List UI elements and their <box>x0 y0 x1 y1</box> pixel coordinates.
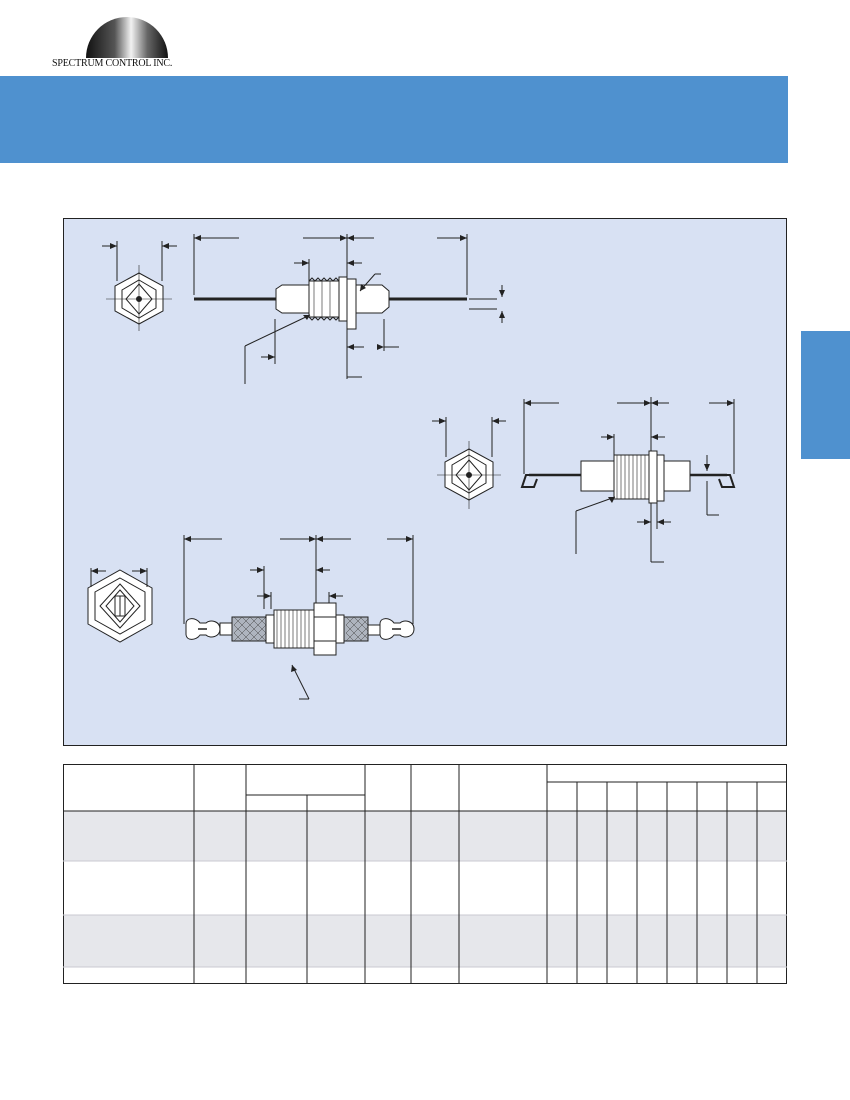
specification-table <box>63 764 787 984</box>
solder-lug-filter-drawing <box>87 535 415 700</box>
table-row-shaded <box>63 915 787 967</box>
section-tab <box>801 331 850 459</box>
end-view-hex-3 <box>87 568 153 643</box>
end-view-hex-1 <box>102 241 177 331</box>
company-name: SPECTRUM CONTROL INC. <box>52 58 173 69</box>
side-view-3 <box>183 535 415 700</box>
hook-lead-filter-drawing <box>432 397 736 563</box>
side-view-1 <box>193 234 503 384</box>
end-view-hex-2 <box>432 417 506 509</box>
company-logo <box>86 17 168 58</box>
side-view-2 <box>520 397 736 563</box>
table-row-shaded <box>63 811 787 861</box>
drawing-panel <box>63 218 787 746</box>
axial-lead-filter-drawing <box>102 234 503 384</box>
header-banner <box>0 76 788 163</box>
